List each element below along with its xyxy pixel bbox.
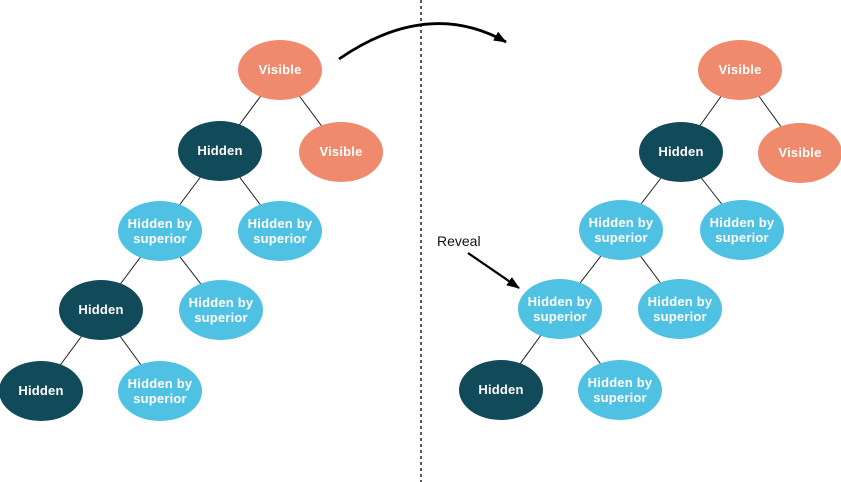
tree-node-hidden: Hidden — [59, 280, 143, 340]
tree-node-hidden-by-superior: Hidden by superior — [179, 280, 263, 340]
tree-node-hidden: Hidden — [0, 361, 83, 421]
tree-node-hidden: Hidden — [178, 121, 262, 181]
tree-node-hidden-by-superior: Hidden by superior — [238, 201, 322, 261]
reveal-label: Reveal — [437, 233, 481, 249]
tree-node-visible: Visible — [238, 40, 322, 100]
tree-node-hidden-by-superior: Hidden by superior — [638, 279, 722, 339]
tree-node-hidden-by-superior: Hidden by superior — [118, 361, 202, 421]
tree-node-visible: Visible — [299, 122, 383, 182]
tree-node-hidden-by-superior: Hidden by superior — [578, 360, 662, 420]
tree-node-hidden: Hidden — [639, 122, 723, 182]
tree-node-hidden-by-superior: Hidden by superior — [518, 279, 602, 339]
tree-node-hidden-by-superior: Hidden by superior — [700, 200, 784, 260]
tree-node-hidden-by-superior: Hidden by superior — [118, 201, 202, 261]
tree-node-visible: Visible — [698, 40, 782, 100]
tree-node-visible: Visible — [758, 123, 841, 183]
tree-node-hidden: Hidden — [459, 360, 543, 420]
tree-node-hidden-by-superior: Hidden by superior — [579, 200, 663, 260]
